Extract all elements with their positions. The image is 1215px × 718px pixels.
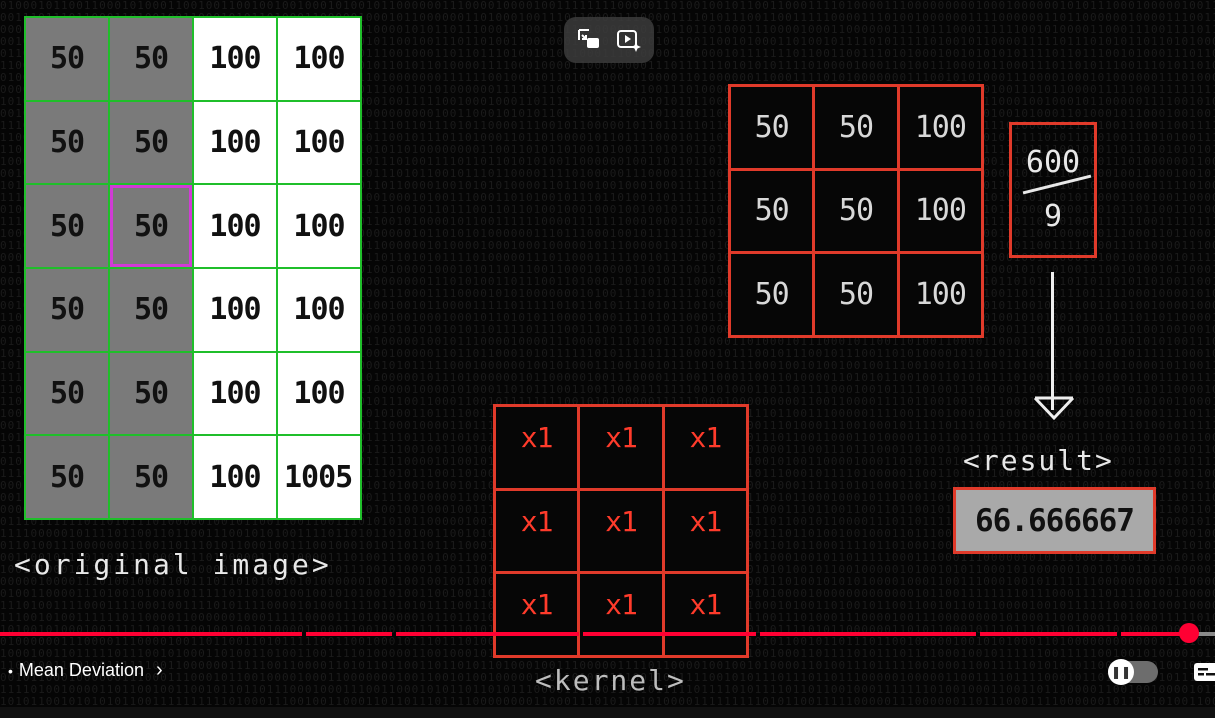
kernel-cell: x1 [580, 574, 662, 655]
chapter-segment [306, 632, 392, 636]
neighborhood-cell: 50 [731, 87, 813, 168]
orig-cell: 100 [194, 436, 276, 518]
orig-cell-selected: 50 [110, 185, 192, 267]
fraction-numerator: 600 [1025, 145, 1081, 180]
down-arrow-shaft [1051, 272, 1054, 410]
chapter-segment [583, 632, 756, 636]
orig-cell: 50 [26, 101, 108, 184]
unplayed-segment [1189, 632, 1215, 636]
chapter-segment [396, 632, 579, 636]
chapter-title-button[interactable]: • Mean Deviation › [8, 659, 163, 682]
orig-cell: 50 [26, 352, 108, 435]
neighborhood-cell: 100 [899, 87, 981, 168]
autoplay-toggle[interactable]: ❚❚ [1108, 659, 1158, 685]
miniplayer-icon [578, 29, 600, 48]
orig-cell: 50 [110, 268, 192, 351]
bottom-strip [0, 707, 1215, 718]
chevron-right-icon: › [155, 659, 163, 681]
down-arrow-icon [1033, 396, 1075, 421]
result-value: 66.666667 [953, 487, 1156, 554]
orig-cell: 100 [194, 18, 276, 100]
orig-cell: 50 [110, 18, 192, 100]
fraction-denominator: 9 [1043, 199, 1063, 234]
video-effects-button[interactable] [615, 26, 643, 54]
neighborhood-cell: 50 [815, 170, 897, 252]
chapter-segment [1121, 632, 1185, 636]
original-image-grid: 50 50 100 100 50 50 100 100 50 50 100 10… [24, 16, 362, 520]
top-overlay-controls [564, 17, 654, 63]
kernel-grid: x1 x1 x1 x1 x1 x1 x1 x1 x1 [493, 404, 749, 658]
video-sparkle-icon [616, 30, 641, 52]
orig-cell: 100 [278, 18, 360, 100]
orig-cell: 100 [194, 101, 276, 184]
pause-icon: ❚❚ [1108, 659, 1134, 685]
result-label: <result> [963, 444, 1114, 477]
orig-cell: 50 [110, 352, 192, 435]
kernel-cell: x1 [496, 574, 578, 655]
neighborhood-cell: 50 [815, 87, 897, 168]
kernel-label: <kernel> [535, 664, 686, 697]
closed-captions-icon[interactable] [1192, 660, 1215, 684]
kernel-cell: x1 [664, 490, 746, 572]
kernel-cell: x1 [580, 407, 662, 488]
orig-cell: 100 [278, 101, 360, 184]
orig-cell: 100 [194, 352, 276, 435]
orig-cell: 100 [194, 268, 276, 351]
chapter-segment [760, 632, 976, 636]
orig-cell: 50 [26, 18, 108, 100]
orig-cell: 50 [26, 436, 108, 518]
kernel-cell: x1 [496, 490, 578, 572]
orig-cell: 100 [194, 185, 276, 267]
original-image-label: <original image> [14, 548, 332, 581]
orig-cell: 100 [278, 268, 360, 351]
orig-cell: 1005 [278, 436, 360, 518]
orig-cell: 100 [278, 352, 360, 435]
orig-cell: 100 [278, 185, 360, 267]
neighborhood-cell: 100 [899, 254, 981, 335]
neighborhood-grid: 50 50 100 50 50 100 50 50 100 [728, 84, 984, 338]
fraction-box: 600 9 [1009, 122, 1097, 258]
miniplayer-button[interactable] [575, 26, 603, 54]
kernel-cell: x1 [580, 490, 662, 572]
neighborhood-cell: 50 [815, 254, 897, 335]
kernel-cell: x1 [664, 407, 746, 488]
kernel-cell: x1 [496, 407, 578, 488]
neighborhood-cell: 50 [731, 254, 813, 335]
chapter-title: Mean Deviation [18, 660, 144, 680]
bullet-separator: • [8, 662, 13, 679]
kernel-cell: x1 [664, 574, 746, 655]
neighborhood-cell: 100 [899, 170, 981, 252]
chapter-segment [0, 632, 302, 636]
orig-cell: 50 [110, 101, 192, 184]
neighborhood-cell: 50 [731, 170, 813, 252]
orig-cell: 50 [26, 268, 108, 351]
orig-cell: 50 [26, 185, 108, 267]
orig-cell: 50 [110, 436, 192, 518]
progress-bar[interactable] [0, 632, 1215, 636]
scrubber-handle[interactable] [1179, 623, 1199, 643]
chapter-segment [980, 632, 1117, 636]
